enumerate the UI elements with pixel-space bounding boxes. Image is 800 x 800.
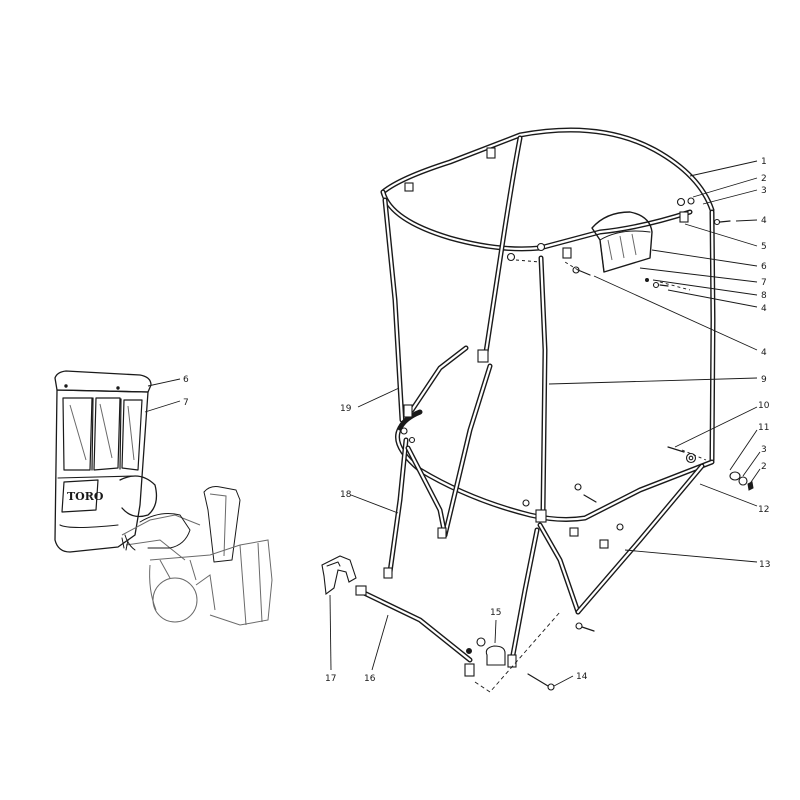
- callout-4: 4: [761, 216, 767, 226]
- toro-logo: TORO: [67, 490, 104, 503]
- callout-9: 9: [761, 375, 767, 385]
- callout-labels: 1 2 3 4 5 6 7 8 4 4 9 10 11 3 2 12 13 14…: [183, 157, 770, 684]
- callout-2-lower: 2: [761, 462, 767, 472]
- callout-17: 17: [325, 674, 336, 684]
- callout-4-lower: 4: [761, 304, 767, 314]
- callout-8: 8: [761, 291, 767, 301]
- callout-19: 19: [340, 404, 352, 414]
- callout-16: 16: [364, 674, 376, 684]
- leader-lines: [144, 160, 761, 693]
- callout-1: 1: [761, 157, 767, 167]
- cab-frame: [355, 127, 716, 677]
- callout-18: 18: [340, 490, 352, 500]
- callout-5: 5: [761, 242, 767, 252]
- callout-6: 6: [761, 262, 767, 272]
- callout-3-lower: 3: [761, 445, 767, 455]
- callout-7-inset: 7: [183, 398, 189, 408]
- hardware: [321, 147, 754, 691]
- callout-2: 2: [761, 174, 767, 184]
- callout-11: 11: [758, 423, 769, 433]
- callout-6-inset: 6: [183, 375, 189, 385]
- callout-4-post: 4: [761, 348, 767, 358]
- callout-3: 3: [761, 186, 767, 196]
- callout-7: 7: [761, 278, 767, 288]
- callout-12: 12: [758, 505, 769, 515]
- callout-14: 14: [576, 672, 588, 682]
- callout-13: 13: [759, 560, 770, 570]
- machine-illustration: TORO: [54, 370, 273, 626]
- callout-10: 10: [758, 401, 770, 411]
- callout-15: 15: [490, 608, 501, 618]
